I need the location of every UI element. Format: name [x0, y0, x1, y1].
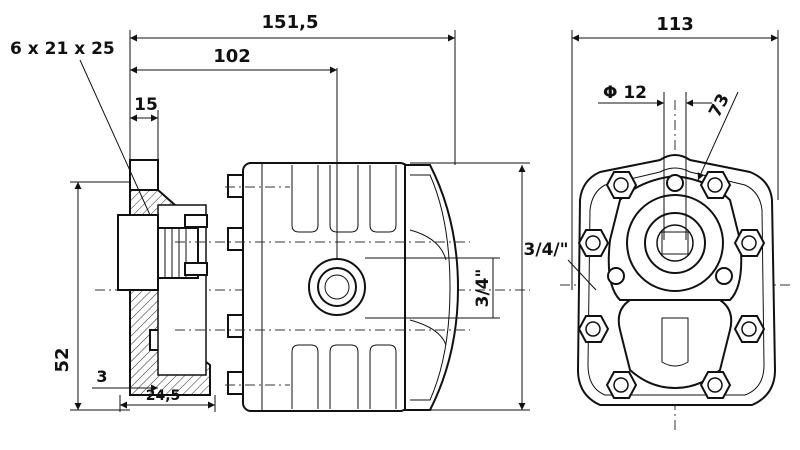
leader-shaft-spec [79, 59, 151, 216]
leader-port-front [567, 259, 597, 291]
front-shaft-bore [644, 212, 706, 274]
bolt-icon [733, 229, 766, 257]
dim-port-side: 3/4" [473, 269, 493, 308]
dim-overall-length: 151,5 [262, 12, 319, 33]
pilot-hole-right [715, 267, 733, 285]
rear-cover [404, 164, 460, 411]
dim-flange-to-port: 102 [213, 46, 251, 67]
side-bolts [227, 174, 245, 395]
dim-width: 113 [656, 14, 694, 35]
bolt-icon [699, 371, 732, 399]
dim-flange-thickness: 15 [134, 95, 158, 115]
dim-bolt-circle: 73 [705, 91, 734, 121]
bolt-icon [733, 315, 766, 343]
pilot-hole-top [666, 174, 684, 192]
dim-hole-diameter: Φ 12 [603, 83, 647, 103]
leader-bolt-circle [697, 91, 739, 181]
dim-pilot-depth: 3 [96, 367, 107, 386]
shaft [117, 214, 208, 291]
bolt-icon [577, 229, 610, 257]
bolt-icon [699, 171, 732, 199]
bolt-icon [577, 315, 610, 343]
dim-pilot-height: 52 [52, 347, 73, 372]
dim-port-front: 3/4/" [524, 240, 569, 260]
dim-shaft-length: 24,5 [146, 388, 181, 404]
side-view: 151,5 102 15 6 x 21 x 25 52 3 24,5 3/4" [10, 12, 530, 412]
front-view: 113 Φ 12 73 3/4/" [524, 14, 790, 430]
bolt-icon [605, 371, 638, 399]
pump-body [242, 162, 409, 412]
front-bolts [577, 171, 766, 399]
bolt-icon [605, 171, 638, 199]
dim-shaft-spec: 6 x 21 x 25 [10, 39, 115, 59]
pilot-hole-left [607, 267, 625, 285]
